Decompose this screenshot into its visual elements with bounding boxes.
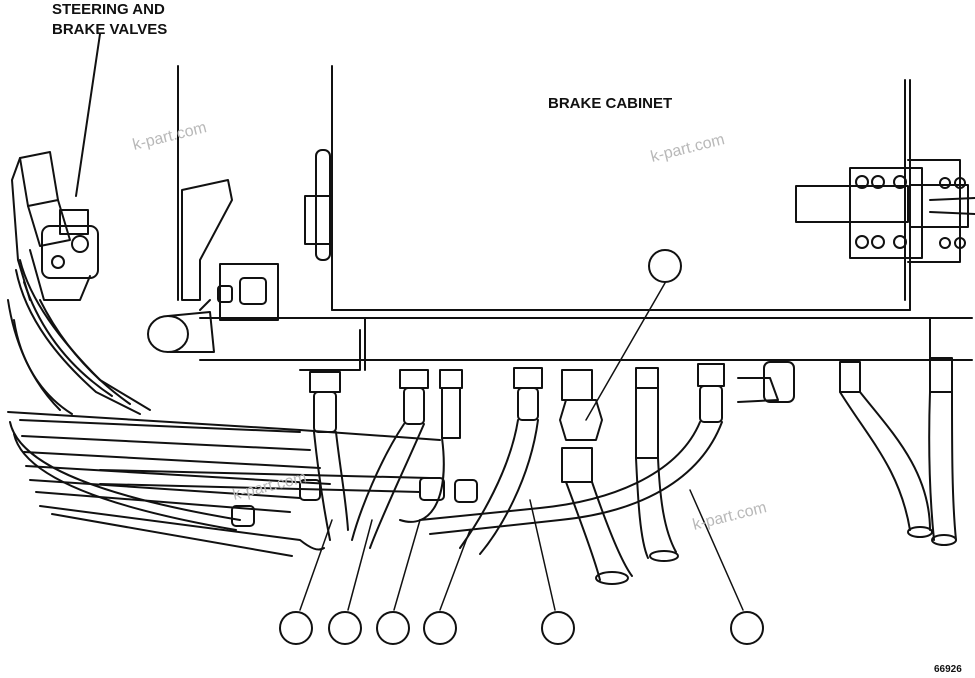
hoses <box>313 391 957 585</box>
callout-circle-4 <box>423 611 457 645</box>
steering-brake-valves <box>7 33 151 415</box>
callout-circle-top <box>648 249 682 283</box>
steering-valves-label-line1: STEERING AND <box>52 1 165 18</box>
callout-circle-3 <box>376 611 410 645</box>
brake-cabinet-label: BRAKE CABINET <box>548 95 673 112</box>
brake-cabinet <box>147 65 975 371</box>
steering-valves-label-line2: BRAKE VALVES <box>52 21 168 38</box>
callout-circle-6 <box>730 611 764 645</box>
right-bracket <box>795 159 975 263</box>
callout-circle-1 <box>279 611 313 645</box>
callout-circle-2 <box>328 611 362 645</box>
callout-circles <box>279 249 764 645</box>
fittings <box>309 357 953 483</box>
hose-bundle <box>7 411 478 557</box>
callout-circle-5 <box>541 611 575 645</box>
callout-leaders <box>299 282 744 611</box>
figure-number: 66926 <box>934 664 962 675</box>
